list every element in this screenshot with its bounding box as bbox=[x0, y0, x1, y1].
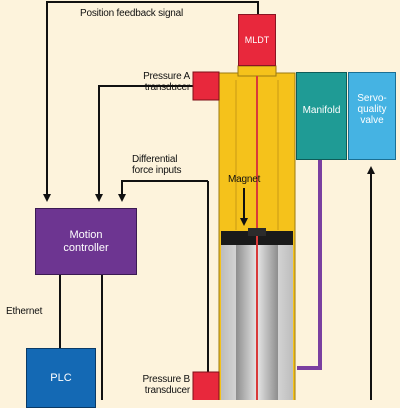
differential-label: Differential force inputs bbox=[132, 154, 182, 176]
motion-controller-block: Motion controller bbox=[35, 208, 137, 275]
plc-label: PLC bbox=[50, 372, 72, 384]
manifold-label: Manifold bbox=[302, 105, 341, 116]
hydraulic-cylinder bbox=[218, 65, 296, 400]
pressure-a-label: Pressure A transducer bbox=[143, 71, 190, 93]
mldt-block: MLDT bbox=[238, 14, 276, 66]
plc-block: PLC bbox=[26, 348, 96, 408]
pressure-b-label: Pressure B transducer bbox=[142, 374, 191, 396]
pressure-a-transducer bbox=[192, 71, 220, 101]
hydraulic-line bbox=[297, 160, 322, 370]
manifold-block: Manifold bbox=[296, 72, 347, 160]
magnet-label: Magnet bbox=[228, 174, 261, 185]
pressure-b-transducer bbox=[192, 371, 220, 400]
servo-valve-label: Servo- quality valve bbox=[357, 93, 387, 126]
mldt-label: MLDT bbox=[244, 35, 270, 45]
position-feedback-label: Position feedback signal bbox=[80, 8, 184, 19]
servo-valve-block: Servo- quality valve bbox=[348, 72, 396, 160]
ethernet-label: Ethernet bbox=[6, 306, 43, 317]
motion-controller-label: Motion controller bbox=[63, 228, 109, 254]
magnet-ring bbox=[248, 228, 266, 236]
signal-lines bbox=[43, 1, 375, 400]
